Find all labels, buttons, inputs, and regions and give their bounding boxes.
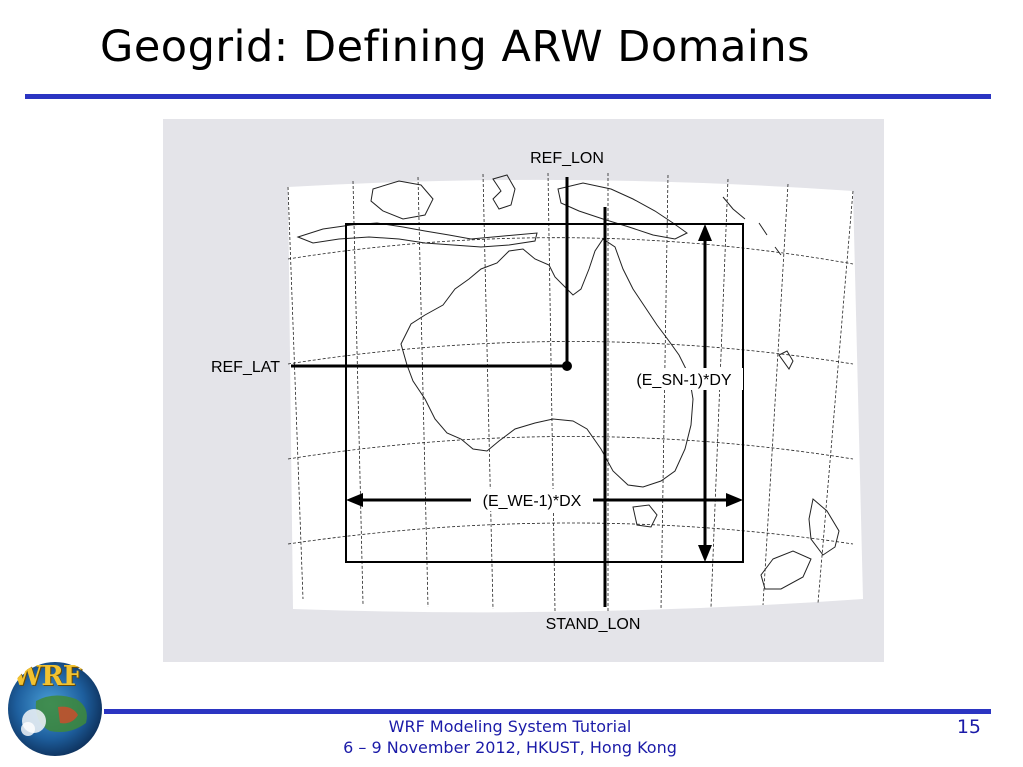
longitude-line (817, 190, 854, 604)
longitude-line (287, 186, 304, 600)
e-sn-label-bg (625, 368, 743, 390)
longitude-line (710, 178, 729, 608)
e-sn-label: (E_SN-1)*DY (636, 372, 731, 389)
ref-lat-label: REF_LAT (211, 359, 280, 376)
tasmania-coast (632, 504, 658, 528)
map-region (288, 179, 863, 613)
wrf-logo-globe (8, 662, 102, 756)
stand-lon-label: STAND_LON (546, 616, 641, 633)
sulawesi-coast (492, 174, 516, 210)
domain-diagram-svg: REF_LON REF_LAT STAND_LON (E_SN-1)*DY (E… (163, 119, 884, 662)
footer: WRF Modeling System Tutorial 6 – 9 Novem… (330, 716, 690, 758)
domain-diagram: REF_LON REF_LAT STAND_LON (E_SN-1)*DY (E… (163, 119, 884, 662)
new-zealand-south (760, 550, 812, 590)
domain-boundary (345, 223, 744, 563)
page-number: 15 (956, 716, 981, 738)
ref-lon-label: REF_LON (530, 150, 604, 167)
title-divider (25, 94, 991, 99)
footer-line-1: WRF Modeling System Tutorial (388, 717, 632, 736)
e-we-label-bg (471, 489, 593, 511)
footer-divider (104, 709, 991, 714)
borneo-coast (370, 180, 434, 220)
australia-coast (400, 238, 694, 488)
footer-line-2: 6 – 9 November 2012, HKUST, Hong Kong (343, 738, 677, 757)
new-zealand-north (808, 498, 840, 556)
wrf-logo: WRF (6, 661, 104, 757)
longitude-line (762, 183, 789, 606)
new-guinea-coast (557, 182, 688, 240)
new-caledonia (778, 350, 794, 370)
e-we-label: (E_WE-1)*DX (483, 493, 582, 510)
slide-title: Geogrid: Defining ARW Domains (100, 22, 811, 72)
longitude-line (547, 172, 556, 612)
pacific-islands (722, 196, 782, 256)
longitude-line (417, 176, 429, 608)
longitude-line (352, 180, 364, 605)
ref-point (562, 361, 572, 371)
longitude-line (660, 174, 669, 610)
wrf-logo-text: WRF (12, 661, 82, 692)
